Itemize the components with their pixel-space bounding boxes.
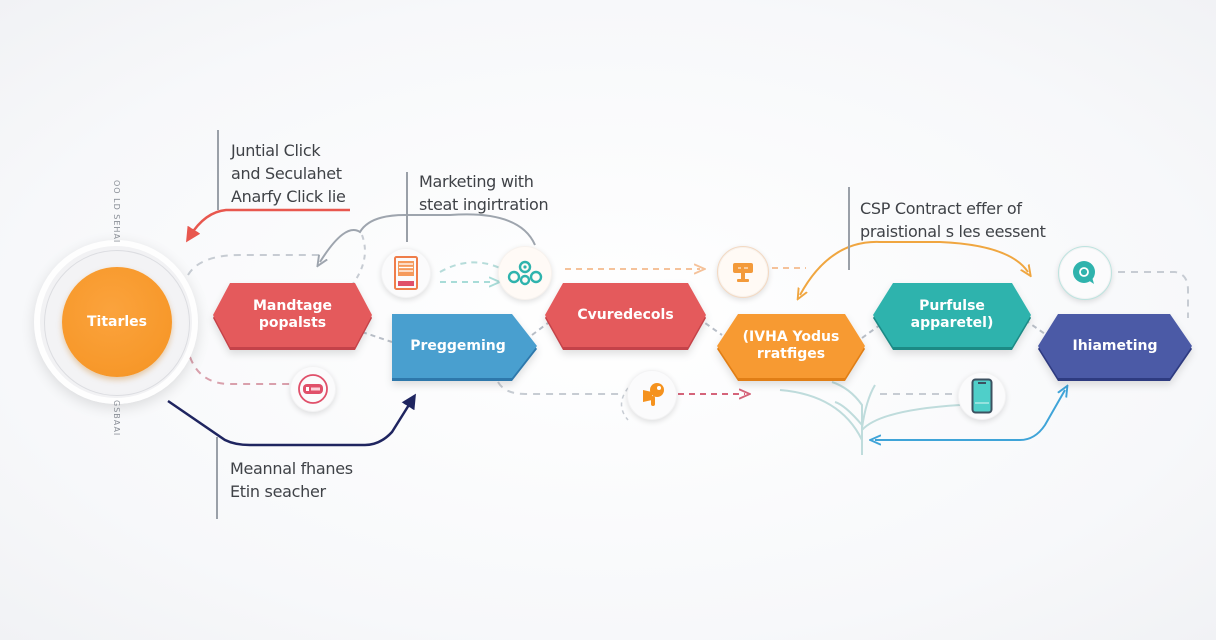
callout-top-right: CSP Contract effer of praistional s les … [860,197,1046,243]
key-icon-badge[interactable] [627,370,677,420]
presentation-board-icon-badge[interactable] [717,246,769,298]
connector-dashed-chat [1118,271,1189,318]
chat-bubble-icon-badge[interactable] [1058,246,1112,300]
side-label-upper: OO LD SEHAI [112,180,121,244]
callout-top-left: Juntial Click and Seculahet Anarfy Click… [231,139,346,208]
callout-top-right-rule [848,187,850,270]
connector-orange-curve [800,240,1028,295]
stage-2-shape[interactable] [392,314,537,381]
connector-teal-dashed-1 [439,261,501,273]
start-node[interactable]: Titarles [62,267,172,377]
ticket-icon [298,374,328,404]
side-label-lower: GSBAAI [112,400,121,437]
callout-top-left-rule [217,130,219,210]
document-icon [394,256,418,290]
network-icon-badge[interactable] [498,246,552,300]
callout-top-center: Marketing with steat ingirtration [419,170,549,216]
document-icon-badge[interactable] [381,248,431,298]
callout-line: CSP Contract effer of [860,199,1022,218]
connector-red-arrow [186,208,350,243]
connector-dashed-s1-s2 [361,331,393,343]
ticket-icon-badge[interactable] [290,366,336,412]
mobile-phone-icon [971,378,993,414]
key-icon [643,383,664,406]
branch-decoration [779,381,961,455]
connector-pink-dashed [189,356,292,385]
callout-line: praistional s les eessent [860,222,1046,241]
stage-1-shape[interactable] [213,283,372,350]
connector-blue-arrow [875,390,1065,440]
callout-bottom-left: Meannal fhanes Etin seacher [230,457,353,503]
callout-line: Marketing with [419,172,534,191]
stage-6-shape[interactable] [1038,314,1192,381]
connector-gray-curve [320,213,536,262]
start-node-label: Titarles [86,314,148,330]
connector-dashed-s5-s6 [1024,319,1049,337]
stage-4-shape[interactable] [717,314,865,381]
chat-bubble-icon [1073,261,1095,284]
mobile-phone-icon-badge[interactable] [958,372,1006,420]
connector-dashed-gray-loop [347,234,366,291]
callout-line: Anarfy Click lie [231,187,346,206]
connector-dashed-s4-s5 [861,324,881,339]
callout-top-center-rule [406,172,408,242]
connector-dashed-key-loop [620,387,629,421]
callout-line: Juntial Click [231,141,321,160]
connector-dashed-s2-key [497,381,620,395]
callout-line: and Seculahet [231,164,342,183]
connector-navy-arrow [167,393,416,447]
presentation-board-icon [733,263,753,282]
connector-dashed-start-top [187,254,318,276]
callout-line: Meannal fhanes [230,459,353,478]
stage-5-shape[interactable] [873,283,1031,350]
callout-bottom-left-rule [216,437,218,519]
stage-3-shape[interactable] [545,283,706,350]
network-icon [507,260,543,286]
callout-line: steat ingirtration [419,195,549,214]
callout-line: Etin seacher [230,482,326,501]
start-node-ring [44,250,190,396]
